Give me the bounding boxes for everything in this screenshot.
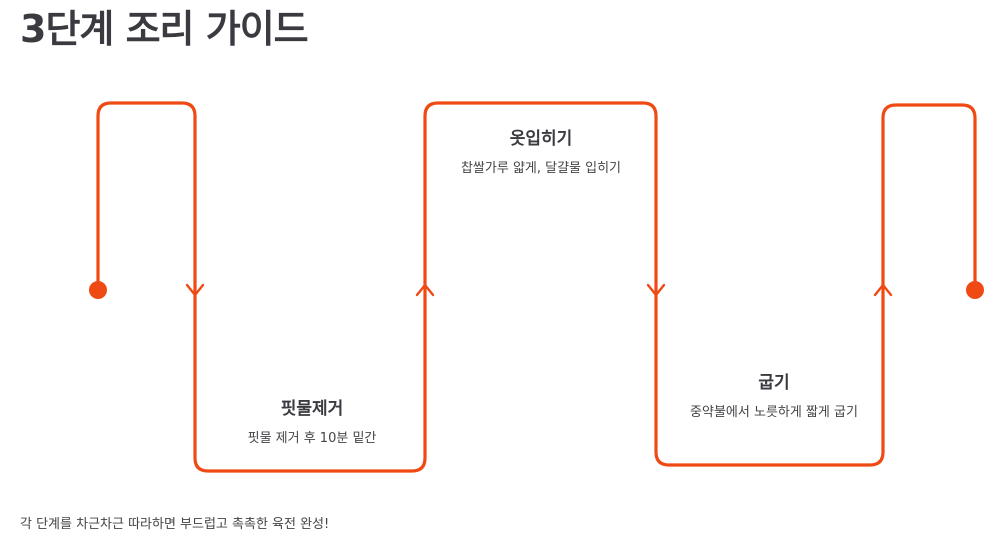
arrow-down-icon [646, 283, 666, 297]
step-2-title: 옷입히기 [509, 129, 573, 149]
page-title: 3단계 조리 가이드 [20, 7, 309, 51]
step-2-desc: 찹쌀가루 얇게, 달걀물 입히기 [460, 161, 622, 176]
step-3: 굽기 중약불에서 노릇하게 짧게 굽기 [686, 372, 862, 421]
arrow-down-icon [185, 283, 205, 297]
step-3-desc: 중약불에서 노릇하게 짧게 굽기 [690, 405, 858, 420]
step-3-title: 굽기 [758, 373, 790, 393]
footer-note: 각 단계를 차근차근 따라하면 부드럽고 촉촉한 육전 완성! [20, 517, 330, 532]
arrow-up-icon [415, 283, 435, 297]
end-dot [966, 281, 984, 299]
arrow-up-icon [873, 283, 893, 297]
step-2: 옷입히기 찹쌀가루 얇게, 달걀물 입히기 [458, 128, 624, 177]
start-dot [89, 281, 107, 299]
step-1-desc: 핏물 제거 후 10분 밑간 [247, 431, 377, 446]
step-1-title: 핏물제거 [280, 399, 344, 419]
step-1: 핏물제거 핏물 제거 후 10분 밑간 [212, 398, 412, 447]
flow-path [96, 101, 977, 473]
